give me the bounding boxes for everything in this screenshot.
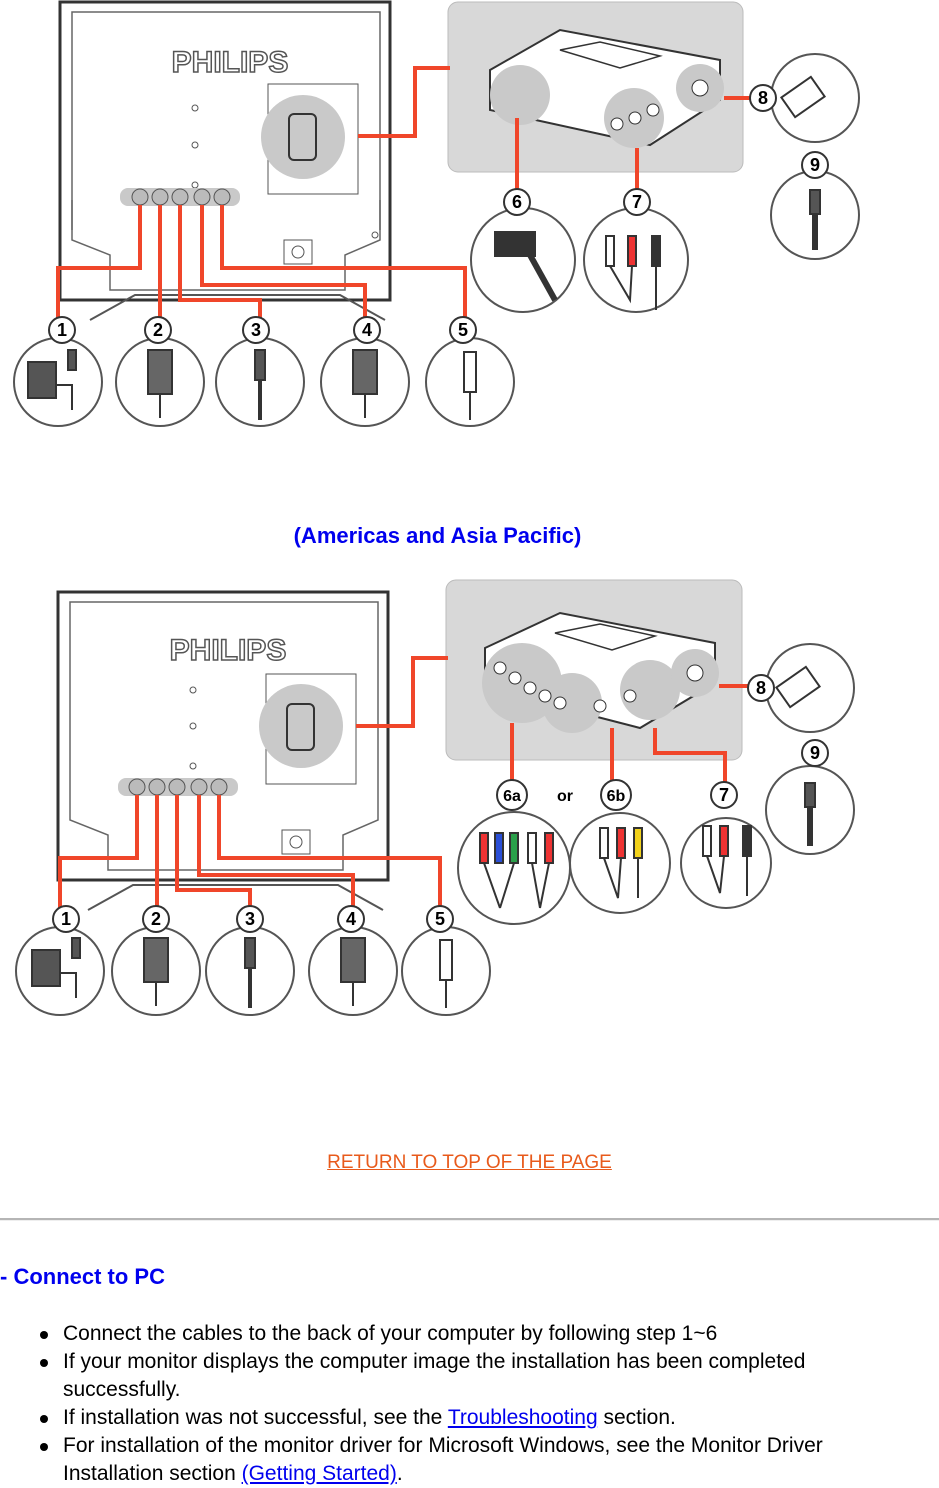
callout-labels-1: 1 2 3 4 5 6 7 8 9 [48, 84, 829, 344]
list-item: If your monitor displays the computer im… [0, 1348, 925, 1404]
brand-logo-2: PHILIPS [170, 634, 287, 667]
svg-text:or: or [557, 788, 573, 805]
list-item-text: section. [597, 1406, 676, 1429]
list-item-text: If installation was not successful, see … [63, 1406, 448, 1429]
return-to-top-container: RETURN TO TOP OF THE PAGE [0, 1152, 939, 1174]
getting-started-link[interactable]: (Getting Started) [241, 1462, 397, 1485]
svg-text:1: 1 [57, 320, 67, 340]
tuner-box-panel-2 [445, 579, 743, 761]
svg-text:5: 5 [458, 320, 468, 340]
wiring-2 [58, 656, 750, 908]
svg-text:4: 4 [362, 320, 372, 340]
bullet-icon [40, 1443, 48, 1451]
connection-diagram-europe: PHILIPS [13, 0, 860, 427]
instruction-list: Connect the cables to the back of your c… [0, 1320, 925, 1488]
monitor-back [58, 0, 392, 321]
svg-text:1: 1 [61, 909, 71, 929]
region-caption: (Americas and Asia Pacific) [293, 523, 582, 548]
list-item: Connect the cables to the back of your c… [0, 1320, 925, 1348]
troubleshooting-link[interactable]: Troubleshooting [447, 1406, 598, 1429]
svg-text:8: 8 [758, 88, 768, 108]
list-item: If installation was not successful, see … [0, 1404, 925, 1432]
svg-text:6: 6 [512, 192, 522, 212]
bullet-icon [40, 1359, 48, 1367]
section-title: - Connect to PC [0, 1264, 165, 1289]
monitor-ports-2 [118, 778, 238, 796]
list-item-text: For installation of the monitor driver f… [63, 1434, 823, 1485]
monitor-ports-1 [120, 188, 240, 206]
return-to-top-link[interactable]: RETURN TO TOP OF THE PAGE [327, 1152, 612, 1173]
svg-text:8: 8 [756, 678, 766, 698]
list-item-text: Connect the cables to the back of your c… [63, 1322, 718, 1345]
svg-text:6a: 6a [503, 788, 521, 805]
svg-text:6b: 6b [607, 788, 626, 805]
svg-text:2: 2 [153, 320, 163, 340]
svg-text:3: 3 [245, 909, 255, 929]
svg-text:2: 2 [151, 909, 161, 929]
bullet-icon [40, 1331, 48, 1339]
svg-text:4: 4 [346, 909, 356, 929]
svg-text:3: 3 [251, 320, 261, 340]
callout-labels-2: 1 2 3 4 5 6a or 6b 7 8 9 [52, 674, 829, 933]
svg-text:9: 9 [810, 155, 820, 175]
brand-logo-1: PHILIPS [172, 46, 289, 79]
wiring-1 [56, 66, 752, 318]
bullet-icon [40, 1415, 48, 1423]
svg-text:7: 7 [632, 192, 642, 212]
cable-icons-1 [27, 75, 827, 420]
cable-icons-2 [31, 665, 822, 1008]
list-item-text: If your monitor displays the computer im… [63, 1350, 806, 1401]
connection-diagram-americas-asia: PHILIPS [15, 579, 855, 1016]
tuner-box-panel-1 [447, 1, 744, 173]
list-item: For installation of the monitor driver f… [0, 1432, 925, 1488]
section-divider [0, 1218, 939, 1221]
svg-text:9: 9 [810, 743, 820, 763]
svg-text:5: 5 [435, 909, 445, 929]
list-item-text: . [396, 1462, 403, 1485]
monitor-back [56, 590, 390, 911]
svg-text:7: 7 [719, 785, 729, 805]
